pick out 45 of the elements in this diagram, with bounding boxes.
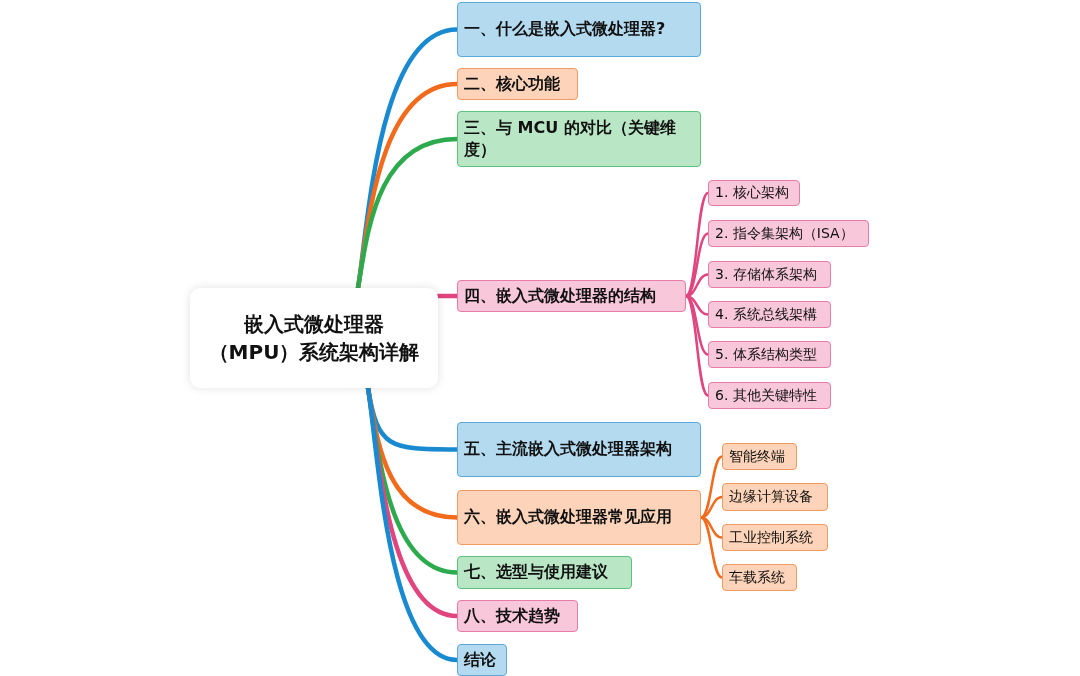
connector-line: [699, 455, 724, 519]
topic-text: 2. 指令集架构（ISA）: [715, 223, 854, 243]
topic-text: 四、嵌入式微处理器的结构: [464, 284, 656, 307]
connector-line: [699, 516, 724, 539]
subtopic-box: [722, 443, 797, 470]
topic-box: [457, 280, 686, 312]
subtopic-box: [708, 382, 831, 409]
root-topic-box: [190, 288, 438, 388]
topic-text: 嵌入式微处理器（MPU）系统架构详解: [207, 311, 421, 366]
topic-text: 6. 其他关键特性: [715, 385, 817, 405]
connector-line: [699, 516, 724, 579]
topic-text: 三、与 MCU 的对比（关键维度）: [464, 116, 677, 161]
subtopic-box: [708, 301, 831, 328]
subtopic-box: [722, 524, 828, 551]
topic-box: [457, 600, 578, 632]
topic-text: 二、核心功能: [464, 72, 560, 95]
topic-text: 五、主流嵌入式微处理器架构: [464, 438, 672, 461]
topic-text: 边缘计算设备: [729, 487, 813, 507]
topic-text: 八、技术趋势: [464, 604, 560, 627]
topic-text: 结论: [464, 648, 496, 671]
topic-text: 七、选型与使用建议: [464, 561, 608, 584]
topic-text: 一、什么是嵌入式微处理器?: [464, 18, 666, 41]
topic-text: 4. 系统总线架構: [715, 304, 817, 324]
topic-box: [457, 422, 701, 477]
topic-text: 工业控制系统: [729, 527, 813, 547]
topic-text: 智能终端: [729, 446, 785, 466]
subtopic-box: [708, 220, 869, 247]
subtopic-box: [708, 180, 800, 206]
topic-box: [457, 111, 701, 167]
subtopic-box: [722, 564, 797, 591]
topic-text: 3. 存储体系架构: [715, 264, 817, 284]
subtopic-box: [708, 341, 831, 368]
topic-box: [457, 556, 632, 589]
connector-line: [684, 191, 710, 298]
subtopic-box: [722, 483, 828, 511]
topic-box: [457, 68, 578, 100]
topic-box: [457, 644, 507, 676]
topic-text: 5. 体系结构类型: [715, 344, 817, 364]
topic-text: 车载系统: [729, 567, 785, 587]
topic-box: [457, 2, 701, 57]
topic-text: 1. 核心架构: [715, 183, 789, 203]
connector-line: [684, 294, 710, 397]
topic-box: [457, 490, 701, 545]
subtopic-box: [708, 261, 831, 288]
topic-text: 六、嵌入式微处理器常见应用: [464, 506, 672, 529]
